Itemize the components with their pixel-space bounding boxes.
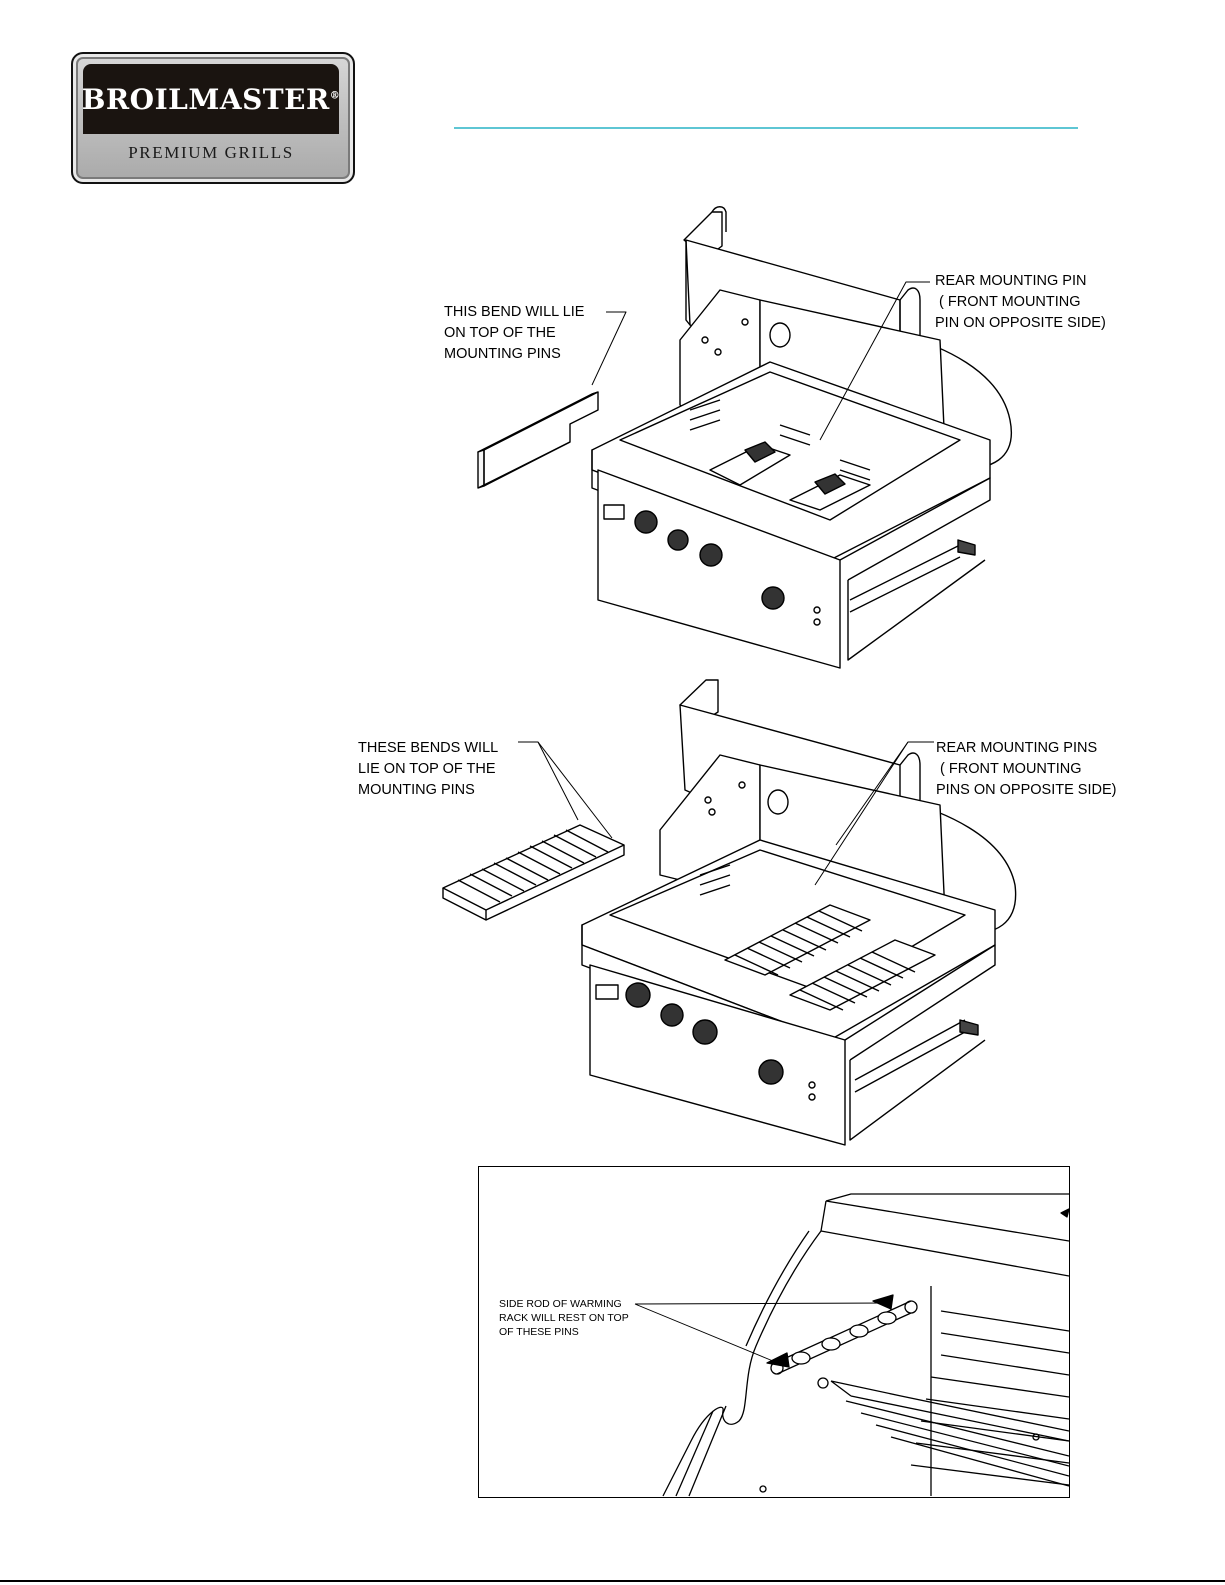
figure-2-callout-rear-pins: REAR MOUNTING PINS ( FRONT MOUNTING PINS… <box>936 738 1116 801</box>
logo-brand-name: BROILMASTER <box>82 83 330 116</box>
logo-tagline: PREMIUM GRILLS <box>83 138 339 168</box>
figure-1-callout-bend: THIS BEND WILL LIE ON TOP OF THE MOUNTIN… <box>444 302 584 365</box>
figure-2-callout-bends: THESE BENDS WILL LIE ON TOP OF THE MOUNT… <box>358 738 498 801</box>
logo-registered-mark: ® <box>330 90 341 101</box>
figure-3-callout-side-rod: SIDE ROD OF WARMING RACK WILL REST ON TO… <box>499 1297 629 1339</box>
footer-rule <box>0 1580 1225 1582</box>
logo-brand-band: BROILMASTER® <box>83 64 339 134</box>
pin-arrow-icon-rear <box>873 1295 893 1309</box>
figure-3-inset-warming-rack-pins: SIDE ROD OF WARMING RACK WILL REST ON TO… <box>478 1166 1070 1498</box>
logo-brand-text: BROILMASTER® <box>82 83 341 116</box>
figure-1-callout-rear-pin: REAR MOUNTING PIN ( FRONT MOUNTING PIN O… <box>935 271 1106 334</box>
flavor-bar-rack-part <box>443 825 624 920</box>
header-accent-rule <box>454 127 1078 129</box>
heat-shield-part <box>478 392 598 488</box>
broilmaster-logo: BROILMASTER® PREMIUM GRILLS <box>71 52 355 184</box>
